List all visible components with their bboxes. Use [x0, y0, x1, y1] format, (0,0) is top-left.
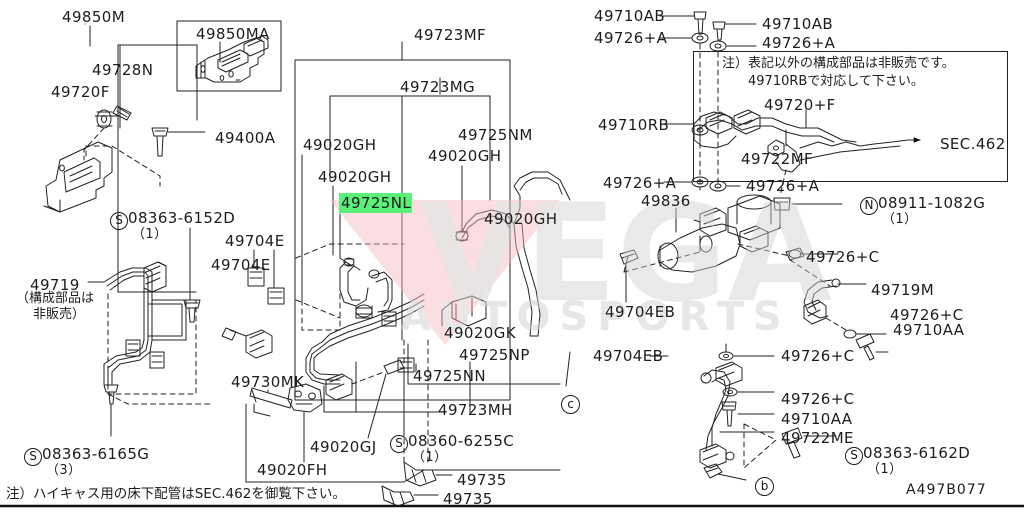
jp-annotation-1: （構成部品は — [16, 291, 95, 306]
callout-circle-b: b — [755, 477, 774, 496]
standard-part-code: 08360-6255C — [408, 432, 515, 450]
part-label-49735: 49735 — [443, 490, 493, 508]
part-label-49020gk: 49020GK — [444, 324, 516, 342]
standard-part-qty: （1） — [412, 450, 448, 465]
part-label-49719m: 49719M — [871, 281, 935, 299]
part-label-49710ab: 49710AB — [762, 15, 834, 33]
callout-mark-n: N — [860, 197, 878, 215]
part-label-49726-a: 49726+A — [746, 177, 820, 195]
standard-part-code: 08363-6162D — [863, 444, 971, 462]
part-label-49020gh: 49020GH — [318, 168, 392, 186]
part-label-49735: 49735 — [457, 471, 507, 489]
part-label-49722me: 49722ME — [781, 429, 854, 447]
callout-mark-s: S — [24, 448, 42, 466]
part-label-49725nm: 49725NM — [458, 126, 533, 144]
part-label-49710rb: 49710RB — [598, 116, 670, 134]
part-label-49020gh: 49020GH — [484, 210, 558, 228]
part-label-49723mh: 49723MH — [438, 401, 513, 419]
note-box — [693, 51, 1008, 182]
part-label-49726-a: 49726+A — [594, 29, 668, 47]
part-label-49710ab: 49710AB — [594, 7, 666, 25]
part-label-49722mf: 49722MF — [741, 150, 814, 168]
part-label-49726-c: 49726+C — [781, 347, 855, 365]
standard-part-code: 08363-6152D — [128, 209, 236, 227]
part-label-49020gh: 49020GH — [428, 147, 502, 165]
standard-part-qty: （3） — [46, 463, 82, 478]
callout-circle-c: c — [561, 395, 580, 414]
callout-mark-s: S — [110, 212, 128, 230]
part-label-49728n: 49728N — [92, 61, 154, 79]
callout-mark-s: S — [845, 447, 863, 465]
part-label-49726-c: 49726+C — [781, 390, 855, 408]
part-label-49723mg: 49723MG — [400, 78, 476, 96]
part-label-49719: 49719 — [30, 276, 80, 294]
part-label-49730mk: 49730MK — [231, 373, 305, 391]
callout-mark-s: S — [390, 435, 408, 453]
part-label-49710aa: 49710AA — [781, 410, 853, 428]
part-label-49723mf: 49723MF — [414, 26, 487, 44]
standard-part-code: 08911-1082G — [878, 194, 986, 212]
footnote: 注）ハイキャス用の床下配管はSEC.462を御覧下さい。 — [6, 486, 346, 502]
part-label-49020gj: 49020GJ — [310, 438, 377, 456]
part-label-49704e: 49704E — [211, 256, 271, 274]
standard-part-qty: （1） — [867, 462, 903, 477]
standard-part-qty: （1） — [132, 227, 168, 242]
part-label-49710aa: 49710AA — [893, 321, 965, 339]
note-box-line1: 注）表記以外の構成部品は非販売です。 — [722, 56, 955, 71]
part-label-49726-a: 49726+A — [603, 174, 677, 192]
part-label-49725nn: 49725NN — [413, 367, 486, 385]
part-label-sec-462: SEC.462 — [940, 135, 1006, 153]
part-label-49725np: 49725NP — [459, 346, 530, 364]
part-label-49850m: 49850M — [62, 8, 126, 26]
jp-annotation-2: 非販売） — [33, 307, 86, 322]
part-label-49400a: 49400A — [215, 129, 276, 147]
drawing-number: A497B077 — [906, 482, 987, 498]
standard-part-code: 08363-6165G — [42, 445, 150, 463]
part-label-49704eb: 49704EB — [593, 347, 664, 365]
highlighted-part-number: 49725NL — [339, 193, 413, 213]
part-label-49725nl: 49725NL — [339, 193, 413, 213]
standard-part-qty: （1） — [882, 212, 918, 227]
part-label-49020fh: 49020FH — [257, 461, 328, 479]
part-label-49020gh: 49020GH — [303, 136, 377, 154]
part-label-49704e: 49704E — [225, 232, 285, 250]
part-label-49720-f: 49720+F — [764, 96, 836, 114]
part-label-49726-a: 49726+A — [762, 34, 836, 52]
part-label-49704eb: 49704EB — [605, 303, 676, 321]
part-label-49720f: 49720F — [51, 83, 110, 101]
part-label-49836: 49836 — [641, 192, 691, 210]
note-box-line2: 49710RBで対応して下さい。 — [748, 74, 924, 89]
part-label-49726-c: 49726+C — [890, 306, 964, 324]
part-label-49850ma: 49850MA — [196, 25, 270, 43]
part-label-49726-c: 49726+C — [806, 248, 880, 266]
